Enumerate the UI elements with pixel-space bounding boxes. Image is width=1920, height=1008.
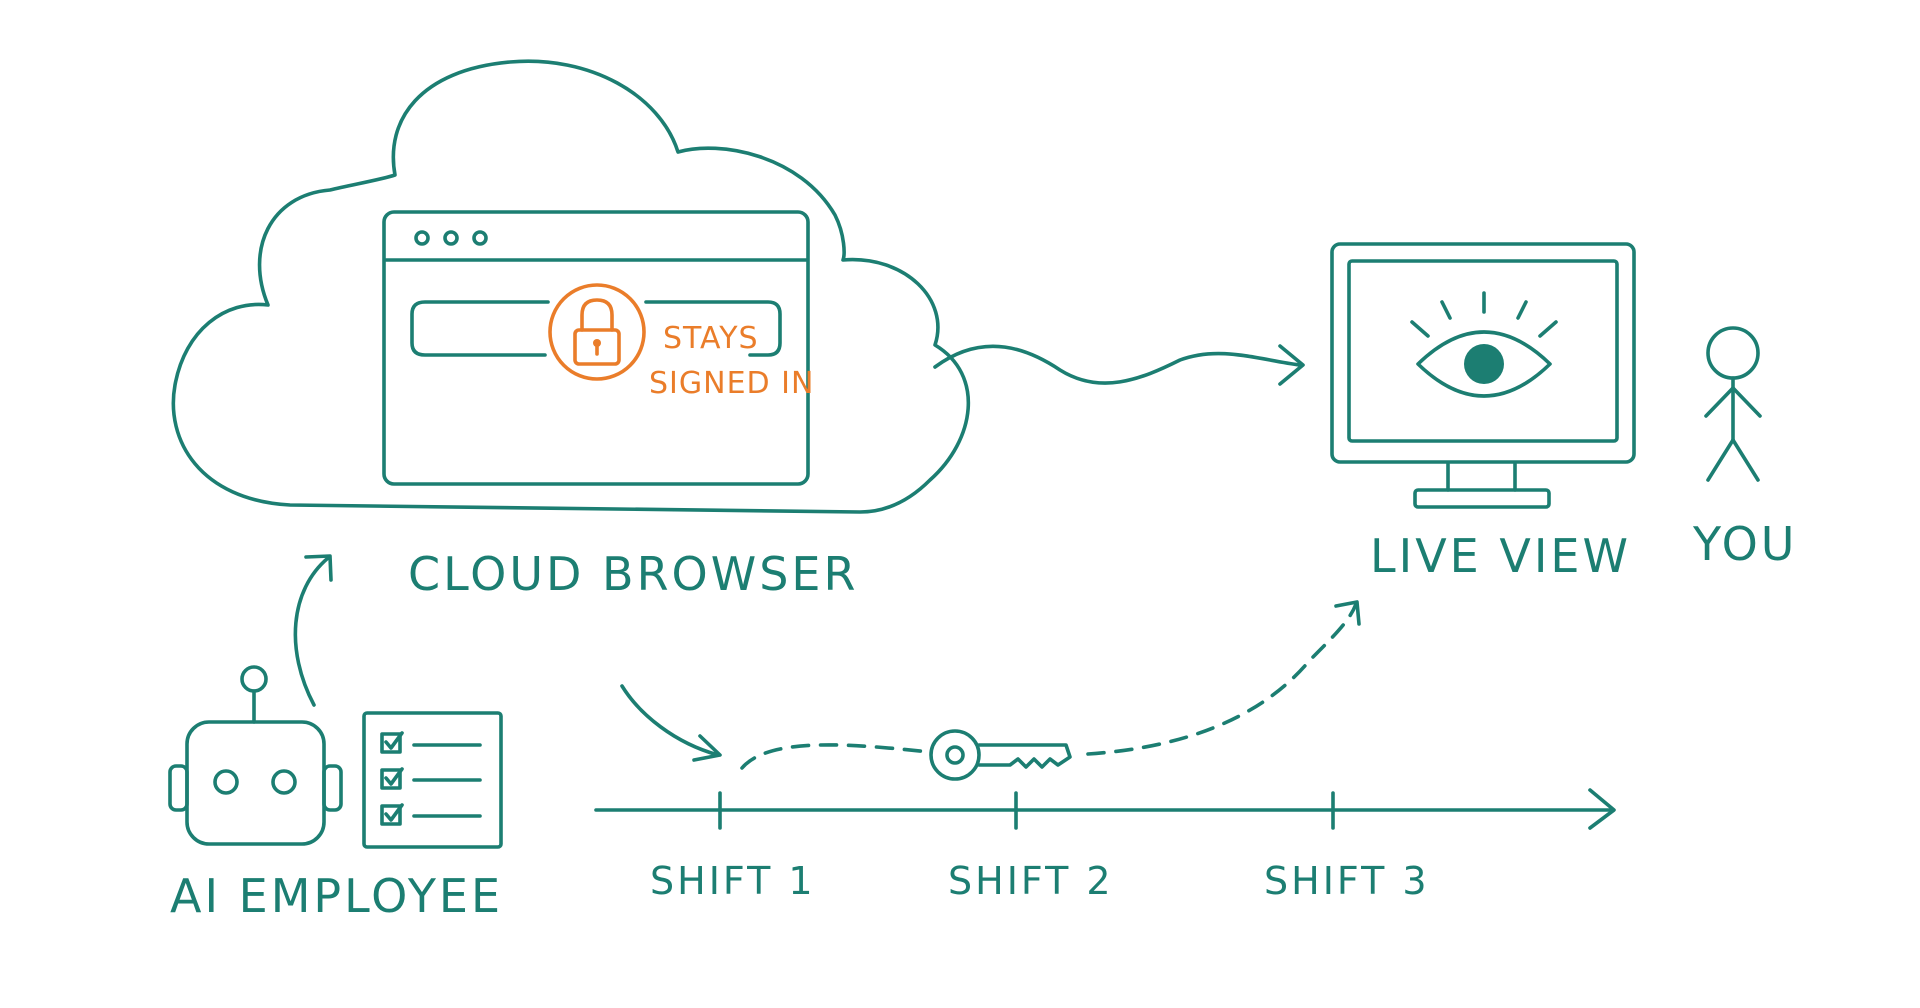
live-view-label: LIVE VIEW [1370,529,1631,583]
dashed-session-path [740,743,932,770]
stays-label: STAYS [663,321,759,356]
timeline [594,788,1616,830]
person-icon [1704,326,1762,482]
dashed-arrow-head [1334,600,1361,626]
shift-2-label: SHIFT 2 [948,859,1114,903]
browser-to-shift-arrow [620,684,722,762]
eye-icon [1410,291,1558,398]
shift-3-label: SHIFT 3 [1264,859,1430,903]
key-icon [929,729,1072,781]
robot-icon [168,665,343,846]
dashed-session-path-2 [1086,602,1358,756]
shift-1-label: SHIFT 1 [650,859,816,903]
monitor-icon [1330,242,1636,509]
ai-employee-label: AI EMPLOYEE [170,869,503,923]
browser-window-icon [382,210,810,486]
cloud-icon [171,59,970,514]
checklist-icon [362,711,503,849]
lock-icon [548,283,646,381]
signed-in-label: SIGNED IN [649,366,814,401]
cloud-to-monitor-arrow [933,344,1305,386]
you-label: YOU [1692,517,1797,571]
cloud-browser-label: CLOUD BROWSER [408,547,858,601]
robot-to-cloud-arrow [293,554,333,707]
